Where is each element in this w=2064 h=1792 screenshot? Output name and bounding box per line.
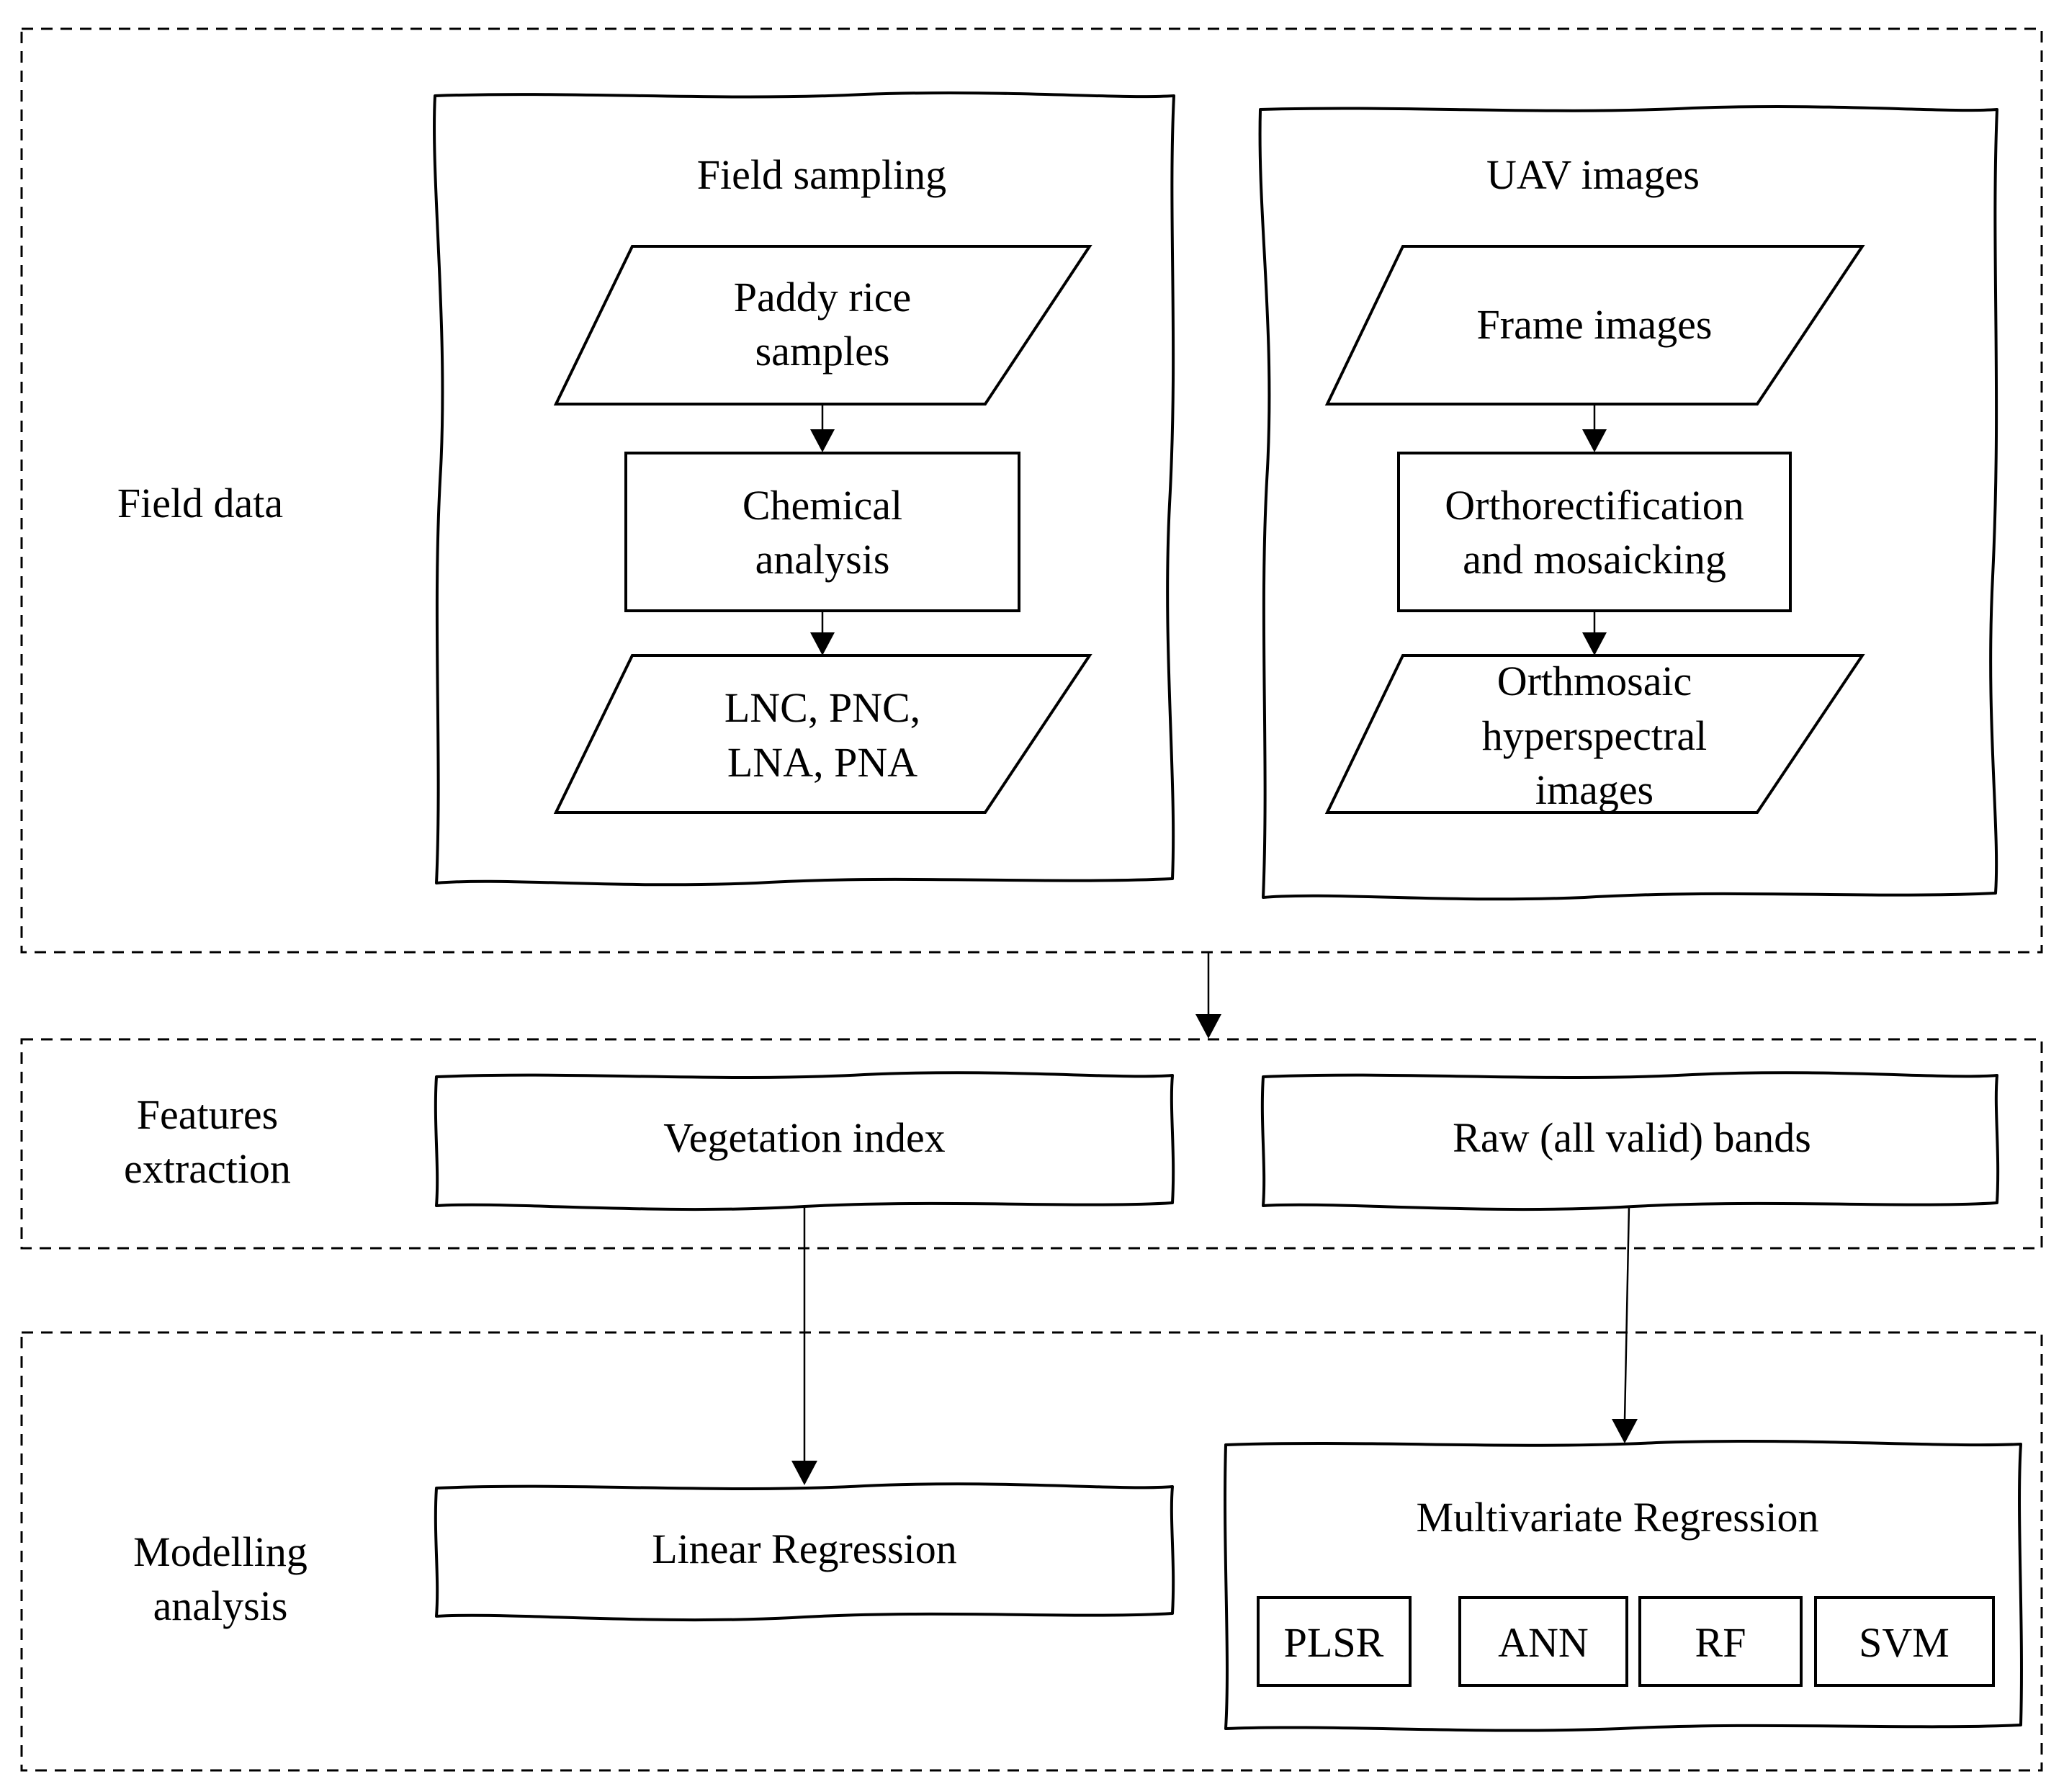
features-extraction-section (20, 1038, 2043, 1250)
linear-regression-box (434, 1482, 1175, 1622)
modelling-analysis-label-line1: Modelling (133, 1528, 308, 1575)
orthomosaic-line2: hyperspectral (1482, 712, 1707, 759)
arrow-head (810, 429, 835, 452)
field-data-section (20, 27, 2043, 954)
chemical-analysis-line1: Chemical (742, 482, 902, 529)
paddy-rice-samples-box (553, 245, 1092, 406)
svm-method-box (1814, 1596, 1995, 1687)
rf-method-label: RF (1695, 1619, 1746, 1666)
modelling-analysis-label-line2: analysis (153, 1582, 288, 1629)
orthorectification-line2: and mosaicking (1463, 536, 1726, 583)
plsr-method-box (1257, 1596, 1412, 1687)
lna-pna-line: LNA, PNA (727, 739, 917, 786)
vegetation-index-label: Vegetation index (663, 1114, 945, 1161)
arrow-head (1612, 1419, 1638, 1443)
features-extraction-label-line1: Features (137, 1091, 279, 1138)
plsr-method-label: PLSR (1284, 1619, 1384, 1666)
orthomosaic-line1: Orthmosaic (1497, 658, 1692, 704)
orthomosaic-line3: images (1535, 766, 1654, 813)
uav-images-title: UAV images (1486, 151, 1700, 198)
paddy-rice-samples-line2: samples (755, 328, 890, 375)
arrow-head (791, 1461, 817, 1485)
multivariate-regression-label: Multivariate Regression (1417, 1494, 1819, 1541)
field-sampling-title: Field sampling (697, 151, 946, 198)
paddy-rice-samples-line1: Paddy rice (734, 274, 911, 321)
raw-bands-box (1260, 1071, 2000, 1211)
features-extraction-label-line2: extraction (124, 1145, 291, 1192)
arrow-head (1195, 1014, 1221, 1039)
arrow-raw-to-multivariate (1623, 1205, 1630, 1421)
lnc-pnc-line: LNC, PNC, (724, 684, 920, 731)
orthorectification-box (1397, 452, 1792, 612)
ann-method-label: ANN (1498, 1619, 1589, 1666)
orthomosaic-box (1324, 654, 1865, 814)
rf-method-box (1638, 1596, 1803, 1687)
modelling-analysis-section (20, 1331, 2043, 1772)
arrow-head (1582, 632, 1607, 655)
multivariate-regression-panel (1224, 1440, 2023, 1732)
svm-method-label: SVM (1859, 1619, 1949, 1666)
raw-bands-label: Raw (all valid) bands (1453, 1114, 1811, 1161)
linear-regression-label: Linear Regression (652, 1526, 957, 1572)
orthorectification-line1: Orthorectification (1445, 482, 1744, 529)
lnc-pnc-lna-pna-box (553, 654, 1092, 814)
frame-images-label: Frame images (1477, 301, 1713, 348)
field-data-label: Field data (117, 480, 283, 527)
vegetation-index-box (434, 1071, 1175, 1211)
ann-method-box (1458, 1596, 1628, 1687)
arrow-head (810, 632, 835, 655)
chemical-analysis-box (624, 452, 1020, 612)
frame-images-box (1324, 245, 1865, 406)
arrow-head (1582, 429, 1607, 452)
chemical-analysis-line2: analysis (755, 536, 890, 583)
